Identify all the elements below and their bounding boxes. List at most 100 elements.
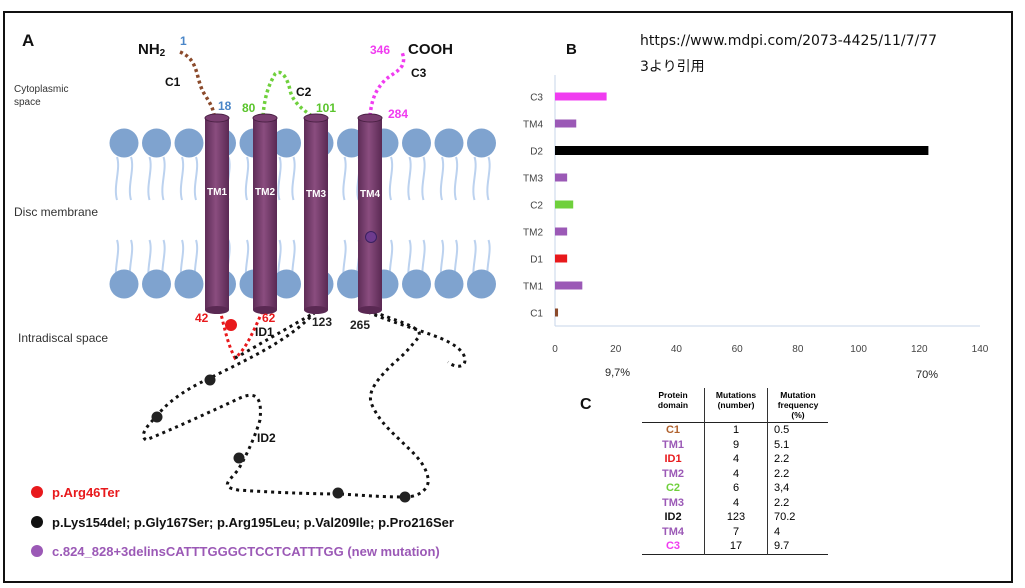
mutation-dot-new	[365, 231, 377, 243]
cell-number: 4	[704, 495, 768, 510]
x-tick-label: 60	[732, 344, 744, 355]
mutation-table: Protein domain Mutations (number) Mutati…	[642, 388, 828, 555]
mutation-dot-black-2	[151, 411, 163, 423]
cell-frequency: 2.2	[767, 466, 828, 481]
cell-domain: TM4	[662, 525, 684, 538]
lipid-head	[109, 128, 139, 158]
id2-loop	[141, 310, 467, 499]
x-tick-label: 20	[610, 344, 622, 355]
bar-tm2	[555, 227, 568, 236]
pos-346: 346	[370, 43, 390, 57]
cell-frequency: 4	[767, 524, 828, 539]
segment-c2-label: C2	[296, 85, 312, 99]
c-terminus-label: COOH	[408, 41, 453, 58]
cell-number: 1	[704, 422, 768, 438]
pos-123: 123	[312, 315, 332, 329]
source-url: https://www.mdpi.com/2073-4425/11/7/77	[640, 33, 938, 49]
pos-80: 80	[242, 101, 256, 115]
lipid-head	[174, 269, 204, 299]
cell-domain: C3	[665, 540, 681, 553]
header-frequency: Mutation frequency (%)	[767, 388, 828, 423]
lipid-head	[174, 128, 204, 158]
n-terminus-label: NH2	[138, 41, 166, 59]
x-tick-label: 0	[552, 344, 558, 355]
segment-id1-label: ID1	[255, 325, 274, 339]
cell-number: 4	[704, 466, 768, 481]
lipid-head	[109, 269, 139, 299]
panel-c-label: C	[580, 396, 592, 413]
helix-tm3: TM3	[303, 113, 329, 314]
pos-18: 18	[218, 99, 232, 113]
cell-frequency: 70.2	[767, 510, 828, 525]
mutation-dot-arg46	[225, 319, 237, 331]
cell-frequency: 0.5	[767, 422, 828, 438]
lipid-head	[467, 269, 496, 299]
pos-101: 101	[316, 101, 336, 115]
segment-id2-label: ID2	[257, 431, 276, 445]
lipid-head	[467, 128, 496, 158]
mutation-dot-black-3	[233, 452, 245, 464]
cell-domain: TM2	[662, 467, 684, 480]
bar-c2	[555, 200, 574, 209]
x-tick-label: 120	[911, 344, 928, 355]
lipid-head	[272, 269, 301, 299]
cell-domain: ID1	[664, 453, 682, 466]
cell-frequency: 2.2	[767, 495, 828, 510]
x-tick-label: 140	[972, 344, 989, 355]
c1-loop	[179, 50, 216, 116]
category-label: D1	[530, 255, 543, 266]
helix-tm2: TM2	[252, 113, 278, 314]
bar-tm4	[555, 119, 577, 128]
source-note: https://www.mdpi.com/2073-4425/11/7/77 3…	[640, 28, 937, 80]
bar-c1	[555, 308, 559, 317]
segment-c3-label: C3	[411, 66, 427, 80]
pos-1: 1	[180, 34, 187, 48]
helix-tm4: TM4	[357, 113, 383, 314]
mutation-dot-black-4	[332, 487, 344, 499]
panel-c-label-svg: C	[580, 396, 592, 413]
lipid-head	[272, 128, 301, 158]
category-label: TM2	[523, 228, 543, 239]
category-label: TM1	[523, 282, 543, 293]
helix-tm2-label: TM2	[255, 187, 275, 198]
cell-number: 7	[704, 524, 768, 539]
pos-265: 265	[350, 318, 370, 332]
cell-number: 17	[704, 539, 768, 554]
pos-42: 42	[195, 311, 209, 325]
bar-tm3	[555, 173, 568, 182]
cell-number: 123	[704, 510, 768, 525]
category-label: C3	[530, 93, 543, 104]
lipid-head	[434, 128, 464, 158]
cell-frequency: 9.7	[767, 539, 828, 554]
category-label: TM4	[523, 120, 543, 131]
x-tick-label: 40	[671, 344, 683, 355]
cell-domain: C1	[665, 424, 681, 437]
helix-tm1: TM1	[204, 113, 230, 314]
header-number: Mutations (number)	[704, 388, 768, 423]
cell-frequency: 3,4	[767, 481, 828, 496]
panel-b-label: B	[566, 41, 577, 58]
lipid-head	[142, 128, 171, 158]
cell-domain: ID2	[664, 511, 682, 524]
lipid-bilayer	[109, 128, 496, 299]
legend-black-text: p.Lys154del; p.Gly167Ser; p.Arg195Leu; p…	[52, 515, 454, 530]
bar-d1	[555, 254, 568, 263]
region-cytoplasmic-label: Cytoplasmic space	[14, 84, 71, 108]
x-tick-label: 100	[850, 344, 867, 355]
category-label: TM3	[523, 174, 543, 185]
category-label: C1	[530, 309, 543, 320]
bar-tm1	[555, 281, 583, 290]
cell-domain: TM3	[662, 496, 684, 509]
cell-number: 6	[704, 481, 768, 496]
cell-frequency: 5.1	[767, 437, 828, 452]
region-intradiscal-label: Intradiscal space	[18, 331, 108, 345]
figure-frame	[3, 11, 1013, 583]
